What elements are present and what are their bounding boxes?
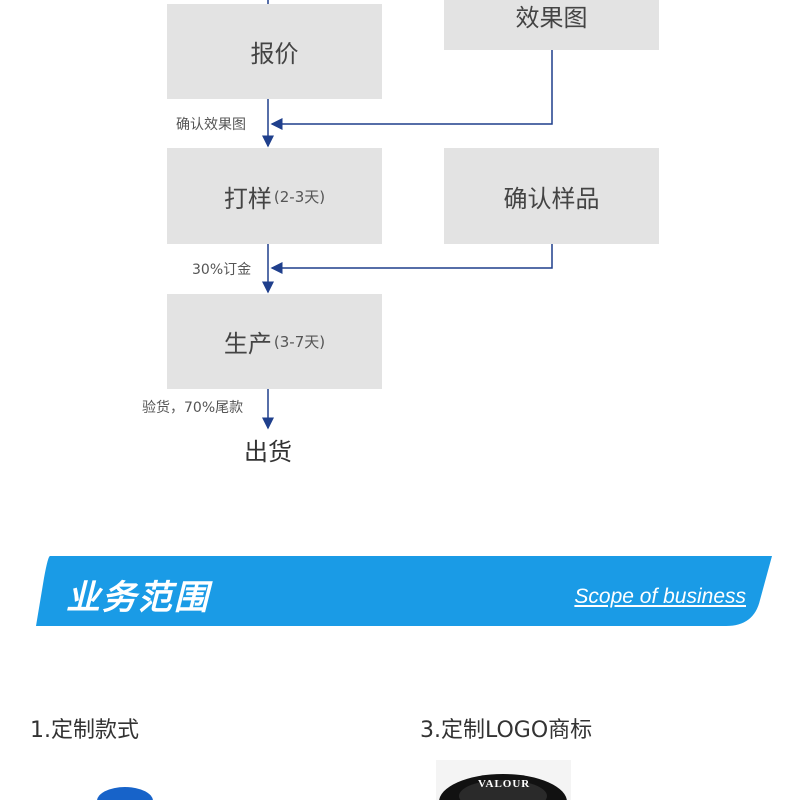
arrow-effect-to-join: [270, 50, 553, 130]
box-confirm-sample-label: 确认样品: [503, 184, 600, 213]
box-produce-label: 生产: [223, 330, 272, 358]
product-image-right: [436, 760, 571, 800]
box-effect-label: 效果图: [515, 3, 588, 32]
box-sample-label: 打样: [223, 184, 272, 213]
logo-text: VALOUR: [478, 778, 531, 790]
box-produce-duration: (3-7天): [273, 333, 326, 351]
section-custom-logo: 3.定制LOGO商标: [420, 718, 593, 743]
box-produce: 生产 (3-7天): [167, 294, 382, 389]
banner-subtitle: Scope of business: [574, 585, 746, 608]
final-ship: 出货: [244, 438, 292, 466]
label-deposit: 30%订金: [192, 262, 252, 278]
label-inspect-payment: 验货，70%尾款: [142, 400, 244, 416]
box-sample-duration: (2-3天): [273, 187, 326, 206]
box-quote-label: 报价: [250, 40, 299, 68]
banner-title: 业务范围: [66, 578, 210, 618]
label-confirm-effect: 确认效果图: [176, 117, 246, 133]
section-custom-style: 1.定制款式: [30, 718, 139, 743]
arrow-confirm-to-join: [270, 244, 553, 274]
box-quote: 报价: [167, 4, 382, 99]
box-effect: 效果图: [444, 0, 659, 50]
box-sample: 打样 (2-3天): [167, 148, 382, 244]
product-image-left: [97, 787, 153, 800]
section-banner: [36, 556, 772, 626]
box-confirm-sample: 确认样品: [444, 148, 659, 244]
